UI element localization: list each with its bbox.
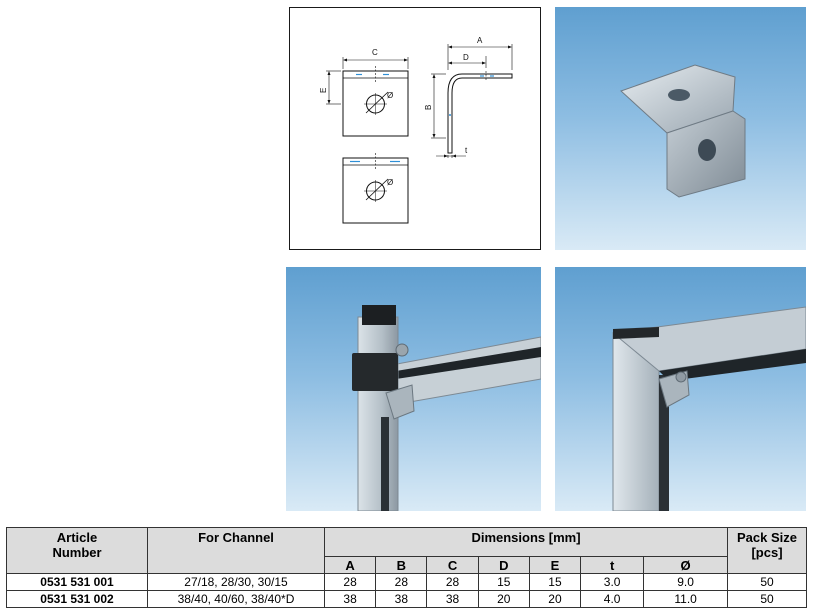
dim-label-phi-top: Ø xyxy=(387,91,393,100)
spec-table: Article Number For Channel Dimensions [m… xyxy=(6,527,807,608)
header-dim-t: t xyxy=(580,556,645,574)
cell-dim-phi: 11.0 xyxy=(643,590,728,608)
mounting-photo-2 xyxy=(555,267,806,511)
header-for-channel: For Channel xyxy=(147,527,325,574)
cell-dim-e: 20 xyxy=(528,590,582,608)
header-dim-b: B xyxy=(375,556,428,574)
header-article-line2: Number xyxy=(52,545,102,560)
cell-dim-b: 38 xyxy=(375,590,428,608)
header-pack-size: Pack Size [pcs] xyxy=(727,527,807,574)
header-pack-line2: [pcs] xyxy=(751,545,783,560)
technical-drawing: C E Ø A xyxy=(289,7,541,250)
cell-article: 0531 531 002 xyxy=(6,590,148,608)
header-article-line1: Article xyxy=(56,530,98,545)
header-dim-phi: Ø xyxy=(643,556,728,574)
cell-article: 0531 531 001 xyxy=(6,573,148,591)
header-dim-a: A xyxy=(323,556,377,574)
cell-dim-phi: 9.0 xyxy=(643,573,728,591)
table-row: 0531 531 002 38/40, 40/60, 38/40*D 38 38… xyxy=(6,590,807,608)
cell-pack: 50 xyxy=(727,590,807,608)
dim-label-t: t xyxy=(465,146,468,155)
dimension-drawing-svg: C E Ø A xyxy=(319,36,513,224)
header-pack-line1: Pack Size xyxy=(737,530,797,545)
dim-label-e: E xyxy=(319,88,328,93)
header-article-number: Article Number xyxy=(6,527,148,574)
header-dim-c: C xyxy=(426,556,479,574)
cell-dim-t: 3.0 xyxy=(580,573,645,591)
dim-label-phi-bottom: Ø xyxy=(387,178,393,187)
header-dim-e: E xyxy=(528,556,582,574)
cell-channel: 27/18, 28/30, 30/15 xyxy=(147,573,325,591)
cell-dim-a: 28 xyxy=(323,573,377,591)
front-view: C E Ø xyxy=(319,48,409,137)
dim-label-b: B xyxy=(424,105,433,110)
cell-dim-a: 38 xyxy=(323,590,377,608)
bracket-photo xyxy=(555,7,806,250)
channel-assembly-image-2 xyxy=(611,306,806,511)
side-view: A D B t xyxy=(424,36,513,158)
angle-bracket-image xyxy=(620,64,746,198)
header-dimensions: Dimensions [mm] xyxy=(324,527,728,557)
table-row: 0531 531 001 27/18, 28/30, 30/15 28 28 2… xyxy=(6,573,807,591)
cell-channel: 38/40, 40/60, 38/40*D xyxy=(147,590,325,608)
cell-dim-e: 15 xyxy=(528,573,582,591)
cell-dim-b: 28 xyxy=(375,573,428,591)
dim-label-d: D xyxy=(463,53,469,62)
dim-label-c: C xyxy=(372,48,378,57)
channel-assembly-image-1 xyxy=(352,305,541,511)
cell-dim-d: 20 xyxy=(477,590,530,608)
header-dim-d: D xyxy=(477,556,530,574)
mounting-photo-1 xyxy=(286,267,541,511)
cell-dim-d: 15 xyxy=(477,573,530,591)
cell-dim-c: 38 xyxy=(426,590,479,608)
dim-label-a: A xyxy=(477,36,483,45)
cell-dim-t: 4.0 xyxy=(580,590,645,608)
cell-pack: 50 xyxy=(727,573,807,591)
bottom-view: Ø xyxy=(342,153,409,224)
cell-dim-c: 28 xyxy=(426,573,479,591)
